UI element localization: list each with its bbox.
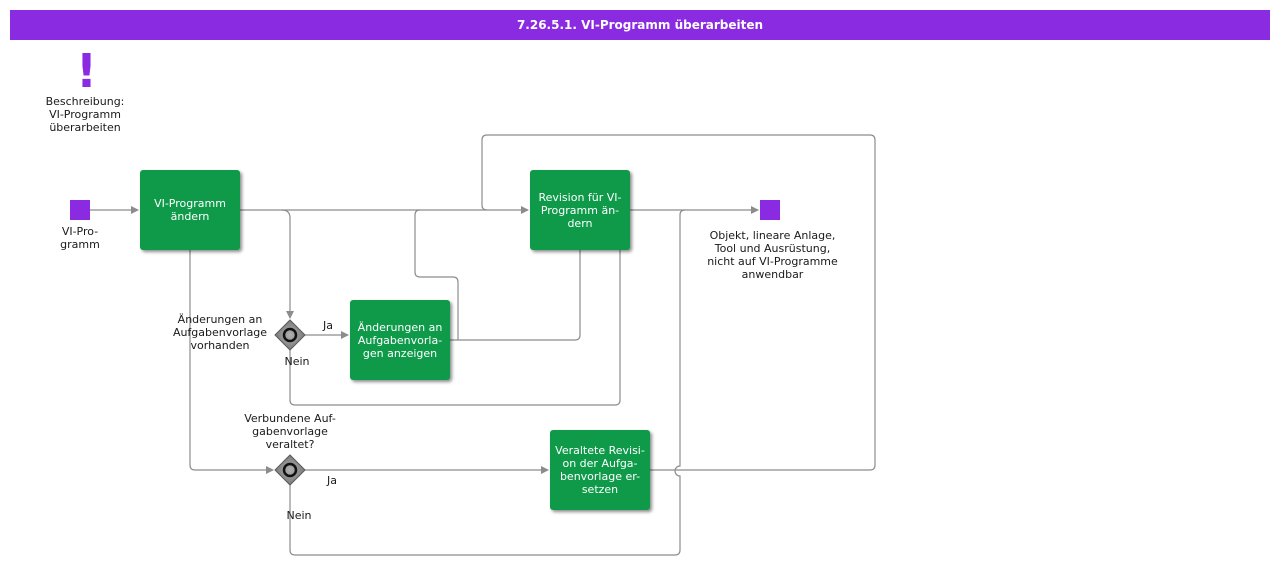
task-replace-revision[interactable]: Veraltete Revisi- on der Aufga- benvorla… <box>550 430 650 510</box>
gateway-2-shape <box>274 454 306 486</box>
gateway2-no-label: Nein <box>286 509 312 522</box>
flow-show-to-revision <box>450 250 581 341</box>
exclamation-icon: ! <box>76 44 97 98</box>
flow-g1-no <box>289 210 621 406</box>
gateway1-question: Änderungen an Aufgabenvorlage vorhanden <box>172 313 268 352</box>
start-event[interactable] <box>70 200 90 220</box>
diagram-title: 7.26.5.1. VI-Programm überarbeiten <box>10 10 1270 40</box>
flow-show-loop <box>414 209 459 340</box>
flow-replace-loop <box>481 134 876 471</box>
gateway-1-shape <box>274 319 306 351</box>
end-event[interactable] <box>760 200 780 220</box>
description-label: Beschreibung: VI-Programm überarbeiten <box>45 95 125 134</box>
task-change-program[interactable]: VI-Programm ändern <box>140 170 240 250</box>
flow-to-gateway2 <box>189 250 274 474</box>
start-event-label: VI-Pro- gramm <box>60 225 100 251</box>
gateway1-yes-label: Ja <box>323 319 333 332</box>
gateway1-no-label: Nein <box>284 355 310 368</box>
flow-g2-no <box>289 209 686 556</box>
gateway2-yes-label: Ja <box>327 474 337 487</box>
flow-to-gateway1 <box>281 209 294 319</box>
task-show-changes[interactable]: Änderungen an Aufgabenvorla- gen anzeige… <box>350 300 450 380</box>
end-event-label: Objekt, lineare Anlage, Tool und Ausrüst… <box>707 229 838 281</box>
gateway2-question: Verbundene Auf- gabenvorlage veraltet? <box>244 412 336 451</box>
task-revision-change[interactable]: Revision für VI- Programm än- dern <box>530 170 630 250</box>
